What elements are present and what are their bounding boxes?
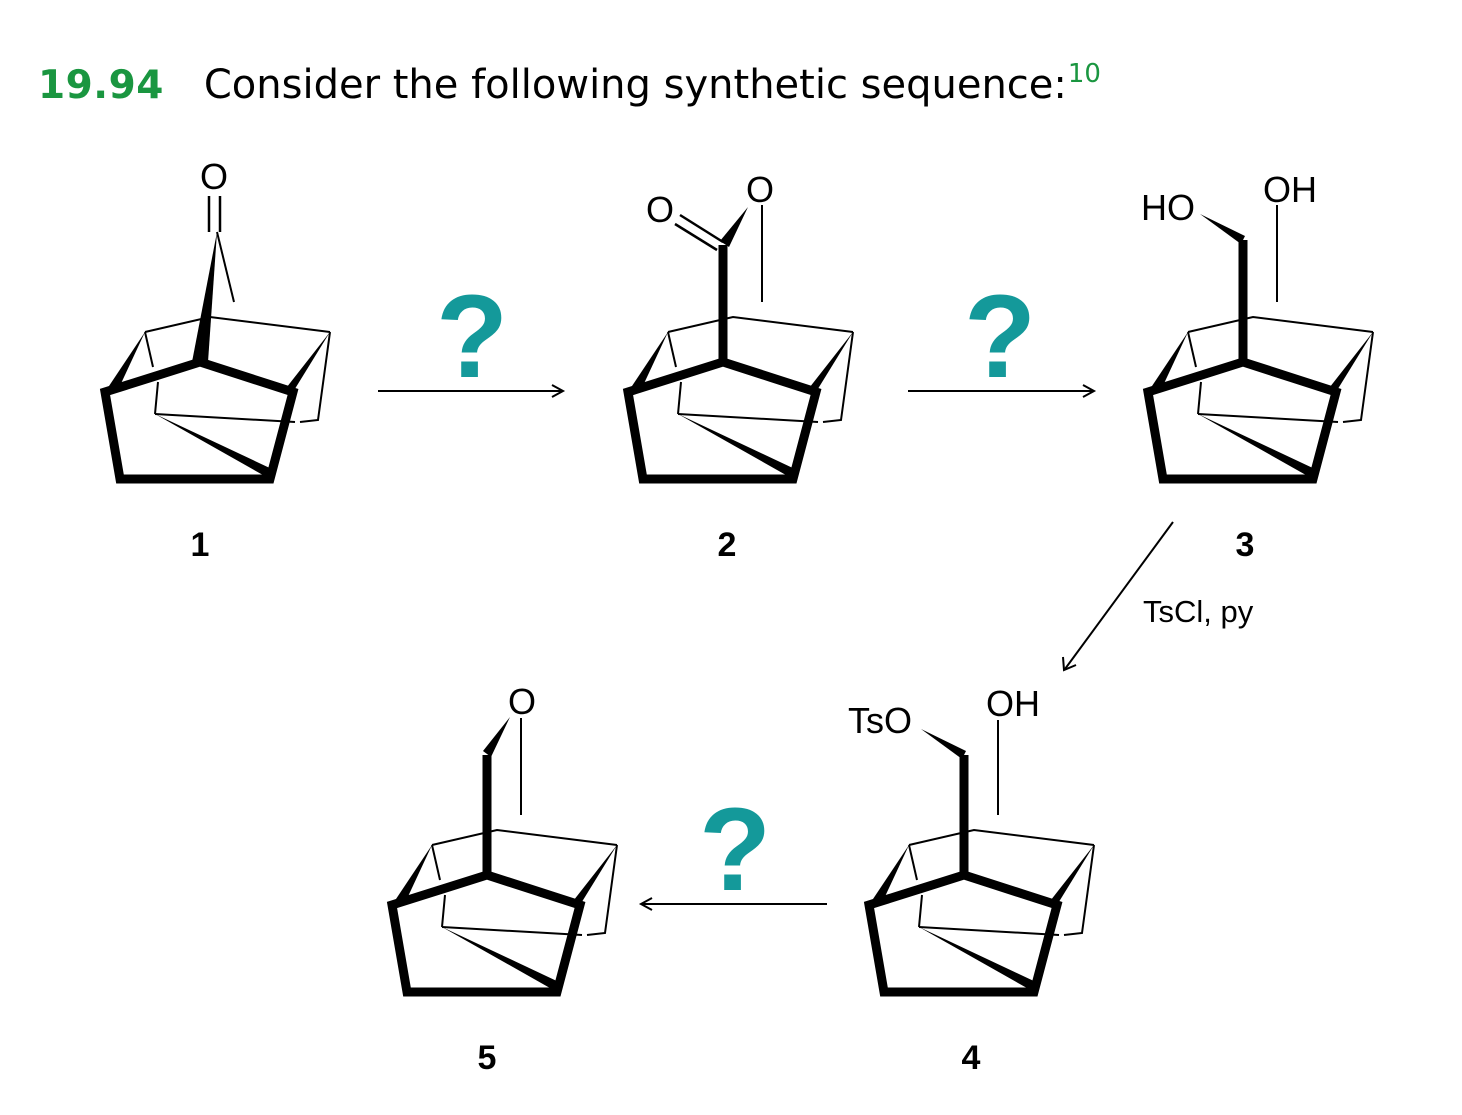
atom-O: O [508,681,536,722]
step-4-arrow: ? [638,784,827,916]
step-2-arrow: ? [908,271,1097,403]
atom-ring-O: O [746,169,774,210]
compound-label-2: 2 [718,526,737,564]
unknown-reagent-2: ? [964,271,1036,403]
compound-label-3: 3 [1236,526,1255,564]
unknown-reagent-1: ? [436,271,508,403]
compound-label-1: 1 [191,526,210,564]
step-1-arrow: ? [378,271,566,403]
compound-label-4: 4 [962,1039,981,1077]
step-3-arrow: TsCl, py [1062,521,1254,672]
reagent-tscl-py: TsCl, py [1143,594,1254,629]
atom-TsO: TsO [848,700,912,741]
atom-OH: OH [986,683,1040,724]
compound-label-5: 5 [478,1039,497,1077]
reference-superscript: 10 [1067,59,1101,89]
compound-3: HO OH 3 [1141,169,1373,564]
compound-1: O 1 [105,156,330,564]
problem-title: Consider the following synthetic sequenc… [203,62,1067,108]
atom-carbonyl-O: O [646,189,674,230]
unknown-reagent-3: ? [699,784,771,916]
problem-number: 19.94 [38,63,164,108]
atom-O: O [200,156,228,197]
compound-4: TsO OH 4 [848,683,1094,1077]
compound-2: O O 2 [628,169,853,564]
problem-heading: 19.94 Consider the following synthetic se… [38,59,1101,108]
compound-5: O 5 [392,681,617,1077]
atom-HO: HO [1141,187,1195,228]
atom-OH: OH [1263,169,1317,210]
